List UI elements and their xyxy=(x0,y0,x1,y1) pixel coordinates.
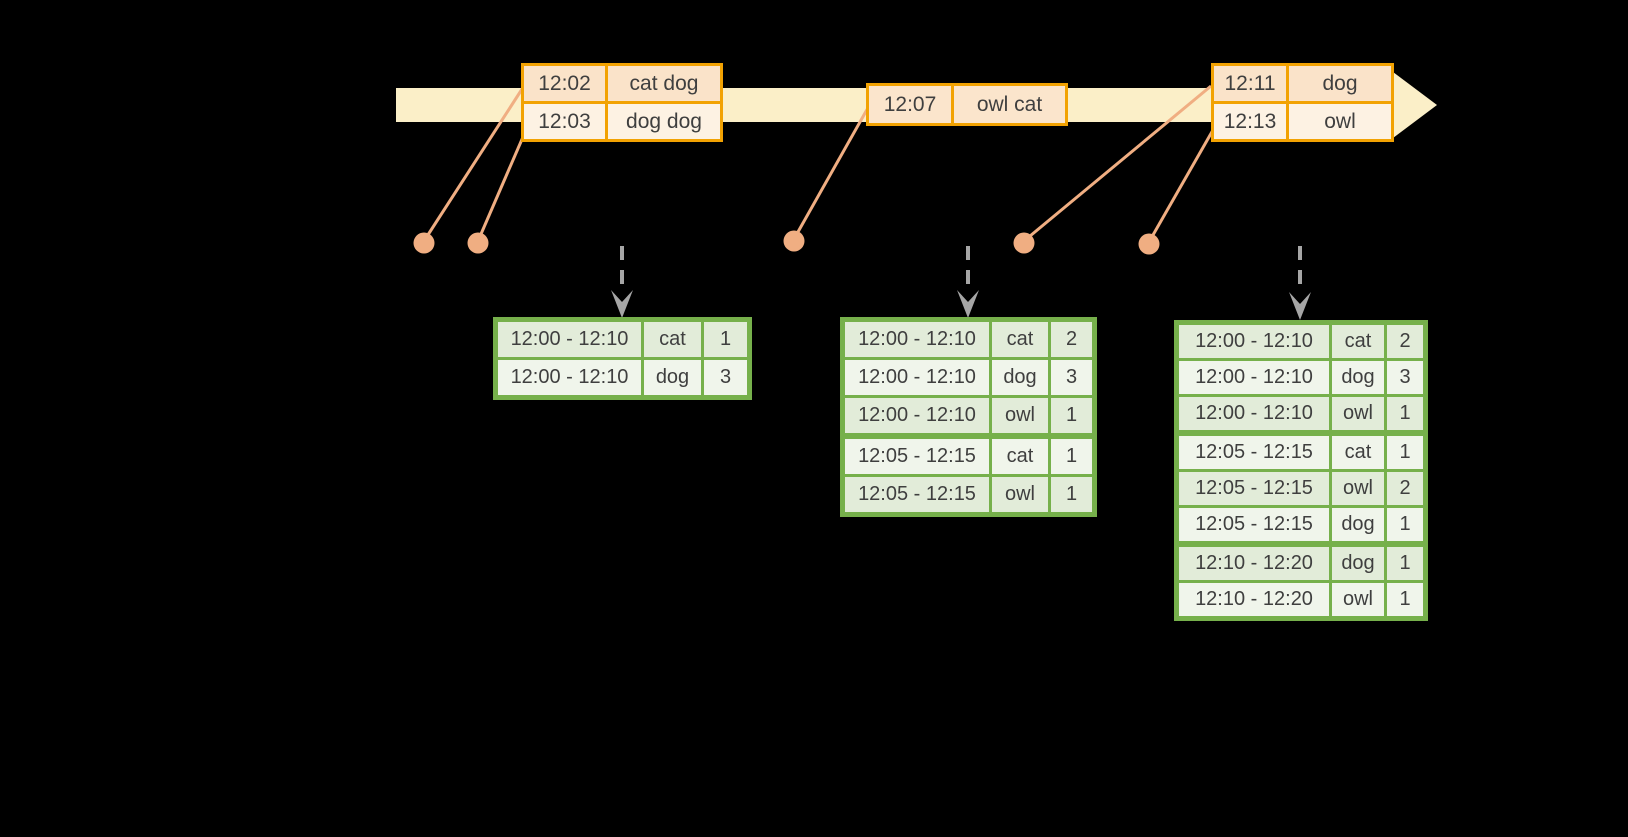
event-dot-icon xyxy=(1138,233,1160,255)
word-cell: dog xyxy=(1332,547,1384,580)
count-cell: 1 xyxy=(1387,508,1423,541)
window-cell: 12:00 - 12:10 xyxy=(498,322,641,357)
word-cell: cat xyxy=(644,322,701,357)
word-cell: cat xyxy=(992,439,1048,474)
count-cell: 1 xyxy=(1387,436,1423,469)
window-cell: 12:00 - 12:10 xyxy=(845,398,989,433)
count-cell: 3 xyxy=(1387,361,1423,394)
window-cell: 12:00 - 12:10 xyxy=(845,360,989,395)
count-cell: 1 xyxy=(1051,398,1092,433)
event-dots xyxy=(413,230,1160,255)
event-dot-icon xyxy=(1013,232,1035,254)
connector-line xyxy=(1147,129,1215,243)
trigger-arrows xyxy=(611,246,1311,320)
timeline-arrowhead-icon xyxy=(1393,72,1437,138)
window-cell: 12:05 - 12:15 xyxy=(1179,472,1329,505)
window-cell: 12:05 - 12:15 xyxy=(1179,508,1329,541)
count-cell: 2 xyxy=(1387,325,1423,358)
count-cell: 3 xyxy=(1051,360,1092,395)
event-dot-icon xyxy=(783,230,805,252)
event-dot-icon xyxy=(467,232,489,254)
window-cell: 12:10 - 12:20 xyxy=(1179,583,1329,616)
word-cell: owl xyxy=(992,477,1048,512)
trigger-arrow-icon xyxy=(1289,246,1311,320)
trigger-arrow-icon xyxy=(611,246,633,318)
connector-line xyxy=(1023,84,1212,243)
count-cell: 2 xyxy=(1387,472,1423,505)
window-cell: 12:00 - 12:10 xyxy=(1179,361,1329,394)
window-cell: 12:10 - 12:20 xyxy=(1179,547,1329,580)
event-words-cell: dog xyxy=(1289,66,1391,101)
window-cell: 12:00 - 12:10 xyxy=(1179,397,1329,430)
count-cell: 1 xyxy=(1387,547,1423,580)
word-cell: dog xyxy=(1332,361,1384,394)
connector-lines xyxy=(422,84,1215,243)
event-words-cell: owl xyxy=(1289,104,1391,139)
event-time-cell: 12:03 xyxy=(524,104,605,139)
event-time-cell: 12:02 xyxy=(524,66,605,101)
connector-line xyxy=(422,85,526,242)
word-cell: owl xyxy=(992,398,1048,433)
word-cell: cat xyxy=(1332,436,1384,469)
trigger-arrow-icon xyxy=(957,246,979,318)
count-cell: 3 xyxy=(704,360,747,395)
count-cell: 1 xyxy=(704,322,747,357)
window-cell: 12:05 - 12:15 xyxy=(1179,436,1329,469)
event-time-cell: 12:11 xyxy=(1214,66,1286,101)
word-cell: cat xyxy=(992,322,1048,357)
word-cell: cat xyxy=(1332,325,1384,358)
event-time-cell: 12:07 xyxy=(869,86,951,123)
word-cell: dog xyxy=(1332,508,1384,541)
word-cell: owl xyxy=(1332,397,1384,430)
window-cell: 12:00 - 12:10 xyxy=(845,322,989,357)
connector-line xyxy=(792,105,871,240)
count-cell: 1 xyxy=(1387,397,1423,430)
window-cell: 12:00 - 12:10 xyxy=(498,360,641,395)
event-words-cell: dog dog xyxy=(608,104,720,139)
event-time-cell: 12:13 xyxy=(1214,104,1286,139)
window-cell: 12:00 - 12:10 xyxy=(1179,325,1329,358)
event-dot-icon xyxy=(413,232,435,254)
word-cell: owl xyxy=(1332,472,1384,505)
count-cell: 1 xyxy=(1387,583,1423,616)
word-cell: dog xyxy=(992,360,1048,395)
count-cell: 2 xyxy=(1051,322,1092,357)
word-cell: owl xyxy=(1332,583,1384,616)
count-cell: 1 xyxy=(1051,477,1092,512)
window-cell: 12:05 - 12:15 xyxy=(845,477,989,512)
connector-line xyxy=(476,129,528,242)
word-cell: dog xyxy=(644,360,701,395)
event-words-cell: owl cat xyxy=(954,86,1065,123)
window-cell: 12:05 - 12:15 xyxy=(845,439,989,474)
event-words-cell: cat dog xyxy=(608,66,720,101)
count-cell: 1 xyxy=(1051,439,1092,474)
